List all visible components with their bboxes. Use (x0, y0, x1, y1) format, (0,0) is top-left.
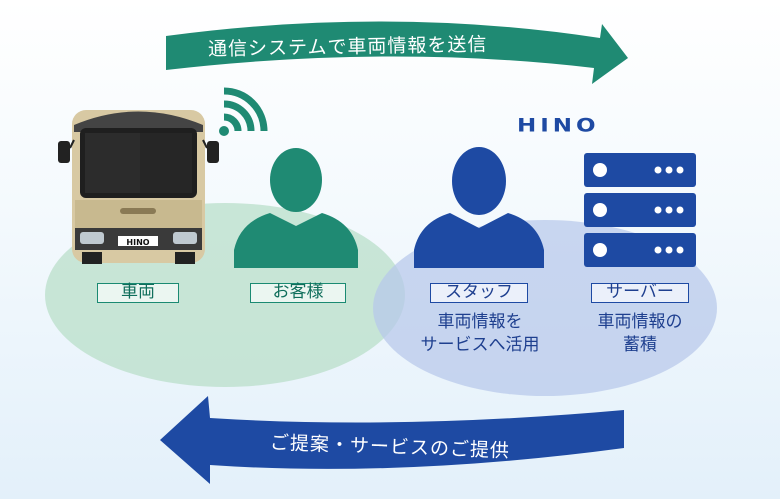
bottom-arrow-shape (160, 396, 624, 484)
top-arrow-label: 通信システムで車両情報を送信 (207, 33, 488, 61)
staff-description: 車両情報を サービスへ活用 (405, 311, 555, 357)
wifi-signal-icon (219, 87, 268, 136)
bus-image (58, 110, 219, 264)
staff-description-line-2: サービスへ活用 (420, 335, 540, 355)
customer-label: お客様 (250, 283, 346, 303)
vehicle-label: 車両 (97, 283, 179, 303)
staff-person-icon (414, 147, 544, 268)
server-description-line-2: 蓄積 (623, 335, 657, 355)
server-description: 車両情報の 蓄積 (572, 311, 708, 357)
top-arrow-shape (166, 21, 628, 84)
hino-logo: HINO (517, 115, 600, 137)
server-icon (584, 153, 696, 267)
staff-description-line-1: 車両情報を (437, 312, 523, 332)
server-description-line-1: 車両情報の (597, 312, 683, 332)
customer-person-icon (234, 148, 358, 268)
bus-plate-text: HINO (126, 238, 149, 247)
server-label: サーバー (591, 283, 689, 303)
staff-label: スタッフ (430, 283, 528, 303)
